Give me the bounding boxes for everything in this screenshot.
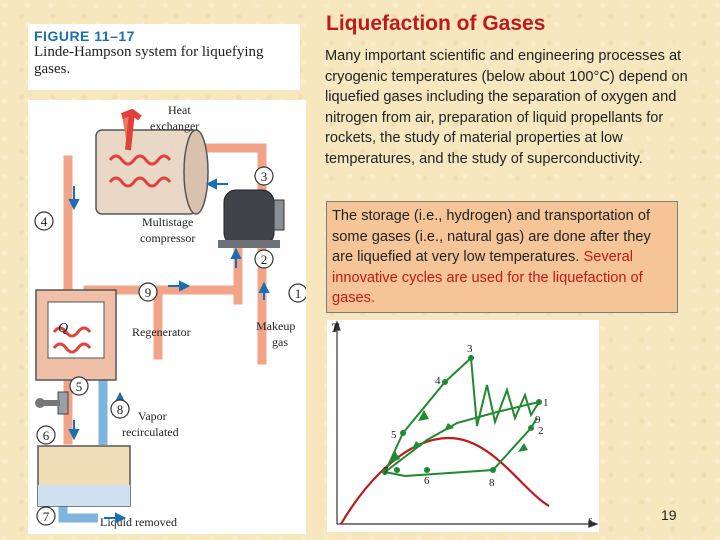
label-multistage: Multistage xyxy=(142,215,193,229)
label-exchanger: exchanger xyxy=(150,119,199,133)
ts-point-7: 7 xyxy=(383,465,389,477)
ts-diagram-svg: T s 3 4 1 2 9 5 xyxy=(331,320,599,528)
cycle-points xyxy=(382,355,542,475)
figure-caption: FIGURE 11–17 Linde-Hampson system for li… xyxy=(28,24,300,90)
label-makeup: Makeup xyxy=(256,319,295,333)
state-marker-8 xyxy=(110,399,130,419)
throttle-valve xyxy=(35,391,69,415)
slide-title: Liquefaction of Gases xyxy=(326,12,546,35)
figure-caption-text: Linde-Hampson system for liquefying gase… xyxy=(34,44,264,77)
label-regenerator: Regenerator xyxy=(132,325,191,339)
page-number: 19 xyxy=(661,507,677,523)
state-label-9: 9 xyxy=(145,285,152,300)
ts-point-2: 2 xyxy=(538,425,544,437)
intro-paragraph: Many important scientific and engineerin… xyxy=(325,48,688,167)
state-marker-2 xyxy=(254,249,274,269)
ts-point-3: 3 xyxy=(467,343,473,355)
state-marker-3 xyxy=(254,166,274,186)
ts-axes xyxy=(333,320,599,528)
callout-box: The storage (i.e., hydrogen) and transpo… xyxy=(326,201,678,313)
state-marker-4 xyxy=(34,211,54,231)
heat-symbol-q: Q xyxy=(58,321,68,336)
state-label-6: 6 xyxy=(43,428,50,443)
ts-point-1: 1 xyxy=(543,397,549,409)
saturation-dome xyxy=(340,436,550,525)
label-recirculated: recirculated xyxy=(122,425,179,439)
compressor xyxy=(218,189,285,248)
ts-point-9: 9 xyxy=(535,414,541,426)
state-label-4: 4 xyxy=(41,214,48,229)
ts-diagram: T s 3 4 1 2 9 5 xyxy=(327,320,599,532)
schematic-svg: Heat exchanger Multistage compressor Q R… xyxy=(34,103,308,529)
ts-point-6: 6 xyxy=(424,475,430,487)
ts-point-5: 5 xyxy=(391,429,397,441)
state-label-1: 1 xyxy=(295,286,302,301)
label-gas: gas xyxy=(272,335,288,349)
s-axis-label: s xyxy=(588,514,592,526)
heat-exchanger xyxy=(95,109,209,215)
label-vapor: Vapor xyxy=(138,409,167,423)
ts-point-4: 4 xyxy=(435,375,441,387)
cold-pipes xyxy=(58,380,108,523)
state-marker-9 xyxy=(138,282,158,302)
linde-hampson-schematic: Heat exchanger Multistage compressor Q R… xyxy=(28,100,308,534)
label-compressor: compressor xyxy=(140,231,195,245)
cycle-arrows xyxy=(390,410,528,463)
state-label-5: 5 xyxy=(76,379,83,394)
t-axis-label: T xyxy=(331,320,340,335)
state-marker-6 xyxy=(36,425,56,445)
label-heat: Heat xyxy=(168,103,191,117)
state-label-7: 7 xyxy=(43,509,50,524)
callout-highlight: Several innovative cycles are used for t… xyxy=(332,249,643,307)
state-marker-7 xyxy=(36,506,56,526)
state-label-3: 3 xyxy=(261,169,268,184)
state-label-8: 8 xyxy=(117,402,124,417)
state-label-2: 2 xyxy=(261,252,268,267)
cycle-path xyxy=(384,355,540,477)
separator-tank xyxy=(37,445,131,507)
callout-text: The storage (i.e., hydrogen) and transpo… xyxy=(332,208,651,266)
ts-point-8: 8 xyxy=(489,477,495,489)
figure-label: FIGURE 11–17 xyxy=(34,28,135,44)
state-marker-5 xyxy=(69,376,89,396)
state-markers xyxy=(34,166,308,526)
regenerator: Q xyxy=(35,289,117,381)
